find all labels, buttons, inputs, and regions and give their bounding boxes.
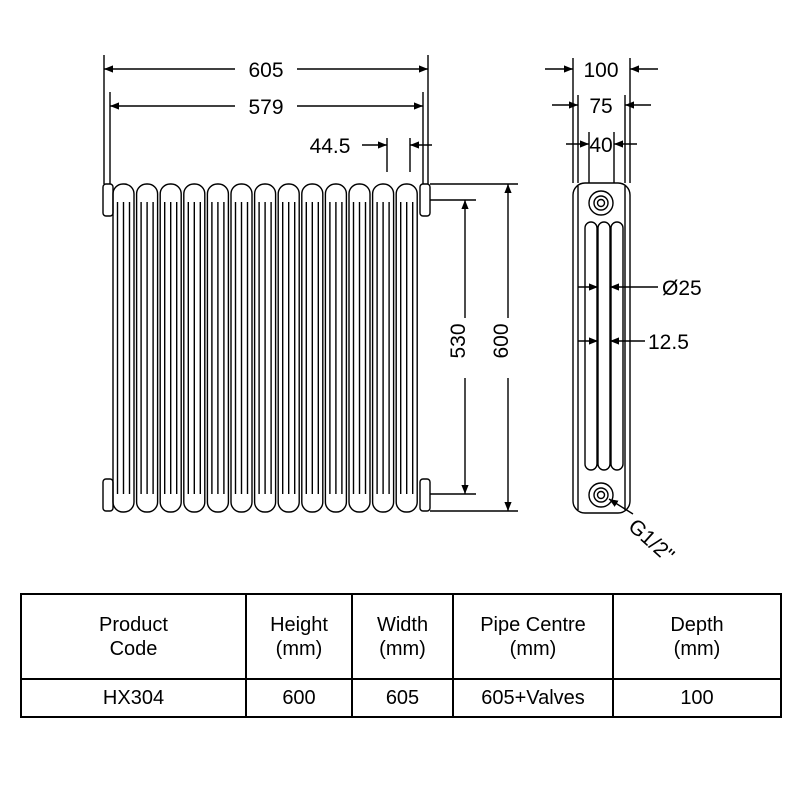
- header-depth: Depth(mm): [612, 593, 782, 680]
- radiator-column: [324, 183, 348, 513]
- radiator-column: [230, 183, 253, 513]
- radiator-column: [183, 183, 206, 513]
- header-pipe-centre: Pipe Centre(mm): [452, 593, 614, 680]
- radiator-column: [159, 183, 182, 513]
- side-body: [572, 182, 631, 514]
- radiator-column: [395, 183, 418, 513]
- front-view: [102, 183, 431, 513]
- left-top-bush: [102, 183, 114, 217]
- radiator-columns: [112, 183, 418, 513]
- connection-thread-label: G1/2": [624, 515, 679, 568]
- table-row: HX304 600 605 605+Valves 100: [20, 678, 782, 718]
- overall-height-label: 600: [490, 323, 513, 358]
- bottom-connection-icon: [588, 482, 614, 508]
- cell-depth: 100: [612, 678, 782, 718]
- cell-pipe-centre: 605+Valves: [452, 678, 614, 718]
- front-dimensions: [103, 55, 518, 512]
- radiator-column: [371, 183, 395, 513]
- side-dimensions: [545, 58, 658, 515]
- side-tube-middle: [597, 221, 611, 471]
- radiator-column: [277, 183, 300, 513]
- radiator-column: [253, 183, 277, 513]
- centre-width-label: 579: [248, 96, 283, 119]
- tube-gap-label: 12.5: [648, 331, 689, 354]
- cell-product-code: HX304: [20, 678, 247, 718]
- radiator-column: [206, 183, 230, 513]
- cell-height: 600: [245, 678, 353, 718]
- right-bottom-bush: [419, 478, 431, 512]
- radiator-column: [135, 183, 159, 513]
- centre-depth-label: 75: [589, 95, 612, 118]
- cell-width: 605: [351, 678, 454, 718]
- radiator-column: [112, 183, 135, 513]
- header-height: Height(mm): [245, 593, 353, 680]
- valve-centre-height-label: 530: [447, 323, 470, 358]
- radiator-column: [301, 183, 324, 513]
- tube-diameter-label: Ø25: [662, 277, 702, 300]
- side-view: [572, 182, 631, 514]
- overall-depth-label: 100: [583, 59, 618, 82]
- header-width: Width(mm): [351, 593, 454, 680]
- left-bottom-bush: [102, 478, 114, 512]
- top-connection-icon: [588, 190, 614, 216]
- side-tube-back: [610, 221, 624, 471]
- radiator-column: [348, 183, 371, 513]
- column-pitch-label: 44.5: [310, 135, 351, 158]
- overall-width-label: 605: [248, 59, 283, 82]
- technical-drawing: 605 579 44.5 530 600: [102, 55, 702, 568]
- column-depth-label: 40: [589, 134, 612, 157]
- side-tube-front: [584, 221, 598, 471]
- right-top-bush: [419, 183, 431, 217]
